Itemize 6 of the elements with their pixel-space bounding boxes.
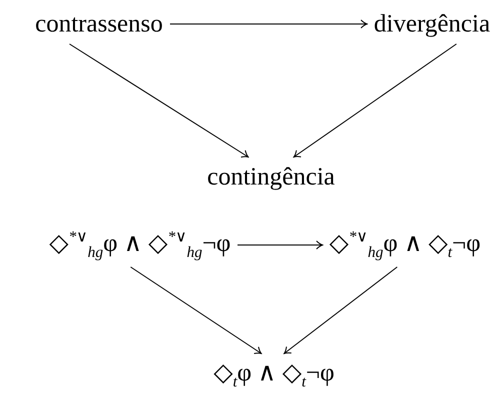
node-text: ◇$^{*∨}$$_{hg}$φ ∧ ◇$_{t}$¬φ [326,226,484,264]
node-text: contrassenso [32,8,166,40]
node-text: contingência [204,161,338,193]
node-text: divergência [370,8,494,40]
node-text: ◇$_{t}$φ ∧ ◇$_{t}$¬φ [210,357,338,393]
node-text: ◇$^{*∨}$$_{hg}$φ ∧ ◇$^{*∨}$$_{hg}$¬φ [46,226,234,264]
